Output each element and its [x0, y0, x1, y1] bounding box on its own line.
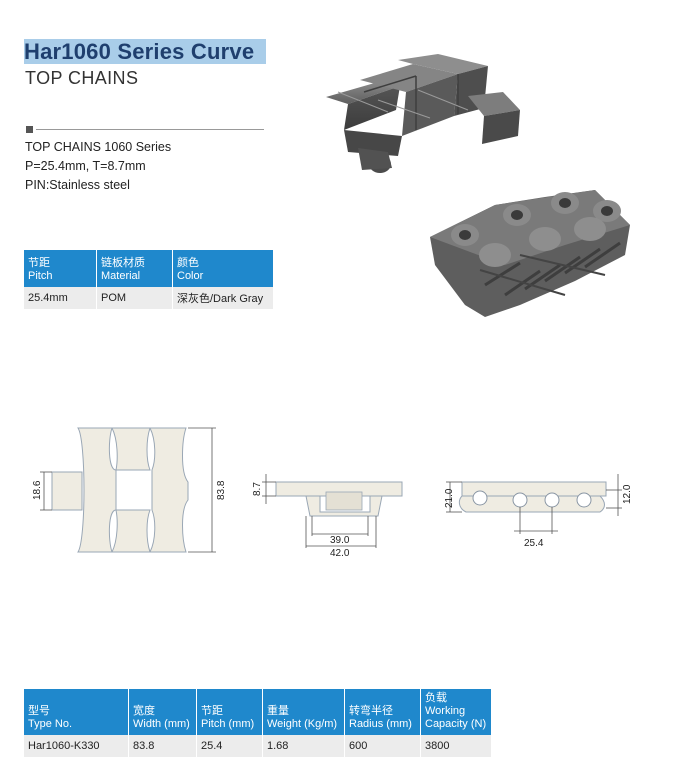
- dim-right-height: 21.0: [444, 488, 455, 508]
- dim-right-pitch: 25.4: [524, 538, 544, 549]
- chain-top-image: [326, 54, 520, 173]
- cell-type-no: Har1060-K330: [24, 735, 129, 757]
- cell-pitch: 25.4: [196, 735, 263, 757]
- drawing-side-view: 8.7 39.0 42.0: [252, 474, 403, 559]
- title-block: Har1060 Series Curve: [24, 38, 266, 66]
- technical-drawings: 18.6 83.8 8.7 39.0 42.0 2: [32, 427, 633, 559]
- cell-capacity: 3800: [420, 735, 491, 757]
- cell-color: 深灰色/Dark Gray: [172, 287, 273, 309]
- drawing-top-view: 18.6 83.8: [32, 427, 227, 553]
- page-title: Har1060 Series Curve: [24, 39, 255, 64]
- cell-radius: 600: [344, 735, 421, 757]
- cell-weight: 1.68: [262, 735, 345, 757]
- drawing-front-view: 21.0 12.0 25.4: [444, 474, 633, 549]
- table-row: 25.4mm POM 深灰色/Dark Gray: [24, 287, 273, 309]
- dim-mid-outer: 42.0: [330, 548, 350, 559]
- dim-left-height: 18.6: [32, 480, 43, 500]
- spec-series: TOP CHAINS 1060 Series: [25, 140, 172, 154]
- dim-right-small: 12.0: [622, 484, 633, 504]
- chain-bottom-image: [430, 190, 630, 317]
- title-highlight: [24, 39, 266, 64]
- dim-mid-thickness: 8.7: [252, 482, 263, 496]
- cell-width: 83.8: [128, 735, 197, 757]
- section-bullet: [26, 126, 33, 133]
- table-row: Har1060-K330 83.8 25.4 1.68 600 3800: [24, 735, 491, 757]
- cell-material: POM: [96, 287, 173, 309]
- spec-pitch-thickness: P=25.4mm, T=8.7mm: [25, 159, 146, 173]
- dim-mid-inner: 39.0: [330, 535, 350, 546]
- cell-pitch: 25.4mm: [24, 287, 97, 309]
- spec-pin: PIN:Stainless steel: [25, 178, 130, 192]
- dim-left-width: 83.8: [216, 480, 227, 500]
- page-subtitle: TOP CHAINS: [25, 68, 139, 88]
- section-divider: [36, 129, 264, 130]
